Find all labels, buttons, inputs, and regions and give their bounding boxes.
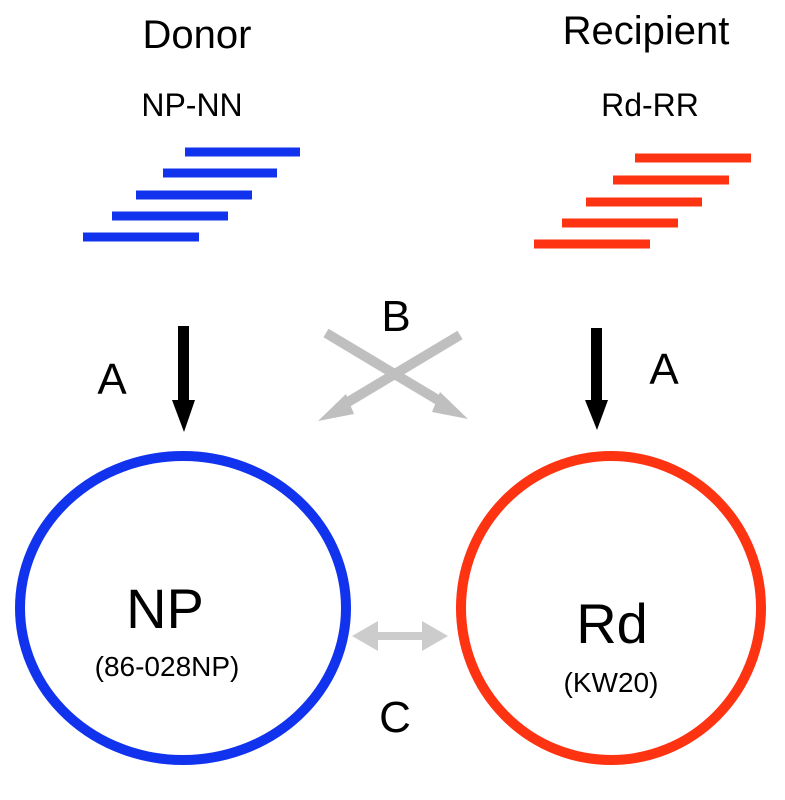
recipient-dna-fragments	[534, 153, 751, 249]
arrow-head	[432, 392, 468, 419]
label-a-right: A	[649, 345, 679, 394]
np-name: NP	[126, 577, 204, 640]
cross-arrow-down-left	[335, 330, 463, 413]
donor-dna-fragments	[83, 147, 300, 242]
arrow-head	[318, 394, 354, 421]
label-a-left: A	[97, 355, 127, 404]
rd-name: Rd	[576, 592, 648, 655]
arrow-shaft	[372, 632, 428, 640]
np-circle	[15, 451, 351, 765]
donor-sublabel: NP-NN	[141, 87, 242, 123]
arrow-head	[585, 400, 608, 430]
arrow-head-left	[352, 621, 378, 651]
arrow-c-bidirectional	[352, 621, 448, 651]
recipient-heading: Recipient	[563, 9, 730, 53]
rd-strain: (KW20)	[564, 667, 659, 698]
arrow-a-right	[585, 328, 608, 430]
recipient-sublabel: Rd-RR	[601, 87, 699, 123]
label-c: C	[379, 693, 411, 742]
arrows-b-crossed	[318, 328, 468, 421]
arrow-head-right	[422, 621, 448, 651]
np-strain: (86-028NP)	[95, 651, 240, 682]
arrow-shaft	[591, 328, 602, 402]
label-b: B	[381, 292, 410, 341]
arrow-a-left	[172, 326, 195, 432]
arrow-head	[172, 400, 195, 432]
cross-arrow-down-right	[323, 328, 451, 411]
donor-heading: Donor	[143, 13, 252, 57]
arrow-shaft	[178, 326, 189, 402]
rd-circle	[456, 451, 766, 765]
